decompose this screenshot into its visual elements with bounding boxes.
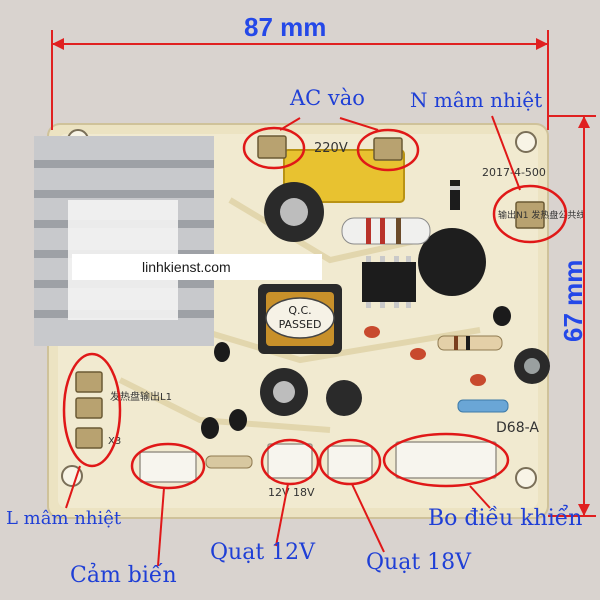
power-resistor (341, 217, 431, 245)
label-fan-18v: Quạt 18V (366, 550, 472, 575)
transformer (258, 284, 342, 354)
pcb-n1-label: 输出N1 发热盘公共线 (498, 209, 585, 221)
highlight-ellipses (62, 126, 568, 490)
watermark-banner: linhkienst.com (72, 254, 322, 280)
label-l-pad: L mâm nhiệt (6, 508, 122, 529)
qc-stamp-line2: PASSED (279, 318, 322, 331)
pcb-model-label: D68-A (496, 420, 539, 436)
pcb-fan-connector-label: 12V 18V (268, 486, 315, 499)
heatsink (34, 136, 214, 346)
capacitors (260, 182, 550, 416)
small-components (201, 180, 511, 469)
pcb-voltage-label: 220V (314, 141, 348, 156)
label-sensor: Cảm biến (70, 563, 177, 588)
connectors (139, 441, 497, 483)
buzzer (418, 228, 486, 296)
pointer-lines (65, 115, 521, 567)
label-control-board: Bo điều khiển (428, 506, 583, 531)
width-dimension-label: 87 mm (244, 12, 327, 42)
label-n-pad: N mâm nhiệt (410, 88, 543, 112)
pcb-l1-label: 发热盘输出L1 (110, 390, 172, 403)
height-dimension-label: 67 mm (558, 259, 588, 342)
x-capacitor (283, 149, 405, 203)
label-fan-12v: Quạt 12V (210, 540, 316, 565)
terminals (75, 135, 545, 449)
qc-stamp-line1: Q.C. (288, 304, 311, 317)
mounting-holes (61, 129, 537, 489)
dimension-lines (51, 30, 596, 517)
label-ac-in: AC vào (290, 86, 365, 110)
ic-chip (362, 256, 416, 308)
